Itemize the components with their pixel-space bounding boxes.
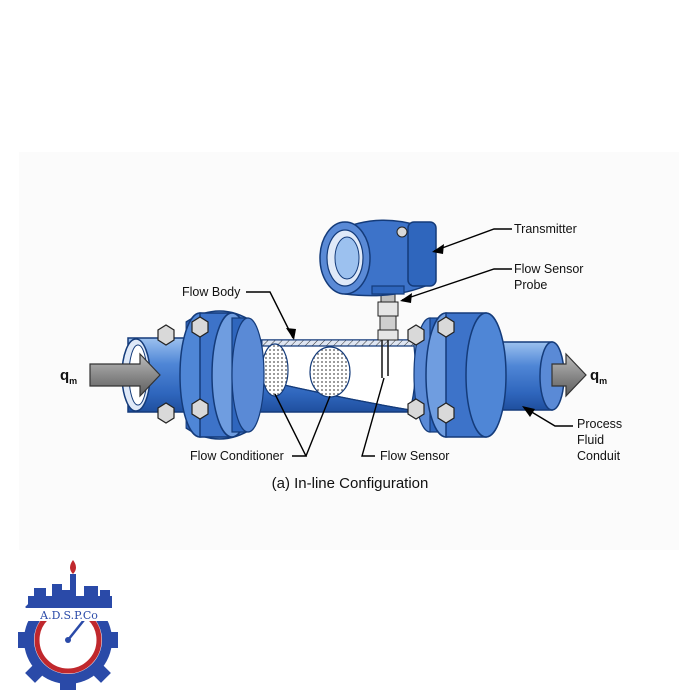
diagram-caption: (a) In-line Configuration — [272, 475, 429, 492]
transmitter-housing — [319, 219, 437, 297]
flow-sensor-probe — [377, 291, 399, 378]
label-flow-sensor: Flow Sensor — [380, 449, 449, 463]
label-flow-conditioner: Flow Conditioner — [190, 449, 284, 463]
flow-conditioner-plates — [261, 343, 351, 398]
logo-text: A.D.S.P.Co — [39, 609, 98, 622]
flange-bolts — [157, 316, 455, 424]
company-logo: A.D.S.P.Co — [18, 560, 118, 690]
label-q-in-sub: m — [69, 376, 77, 386]
label-q-in-main: q — [60, 367, 69, 384]
label-transmitter: Transmitter — [514, 222, 577, 236]
factory-icon — [28, 574, 112, 608]
label-flow-body: Flow Body — [182, 285, 241, 299]
label-q-out: qm — [590, 367, 607, 386]
label-flow-sensor-probe-line2: Probe — [514, 278, 547, 292]
flame-icon — [70, 560, 76, 574]
label-q-out-sub: m — [599, 376, 607, 386]
right-flange — [413, 312, 507, 438]
leader-lines — [246, 228, 573, 457]
inlet-flow-arrow — [89, 352, 161, 398]
label-flow-sensor-probe-line1: Flow Sensor — [514, 262, 583, 276]
label-process-line2: Fluid — [577, 433, 604, 447]
label-q-out-main: q — [590, 367, 599, 384]
outlet-flow-arrow — [551, 352, 587, 398]
label-process-line3: Conduit — [577, 449, 621, 463]
label-q-in: qm — [60, 367, 77, 386]
label-process-line1: Process — [577, 417, 622, 431]
